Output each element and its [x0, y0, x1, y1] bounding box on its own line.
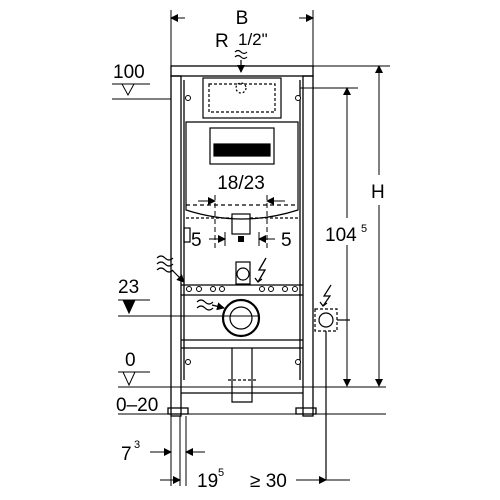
- label-offset-left: 5: [191, 230, 202, 251]
- dimension-h: [313, 65, 390, 387]
- label-104-sup: 5: [361, 223, 367, 235]
- installation-frame: [167, 65, 317, 417]
- label-7: 7: [121, 444, 132, 465]
- dimension-offsets: [209, 232, 275, 246]
- label-pan-range: 18/23: [217, 173, 265, 194]
- water-wave-icon: [196, 299, 225, 311]
- fixing-holes: [185, 95, 301, 365]
- label-level-23: 23: [118, 277, 139, 298]
- label-7-sup: 3: [134, 439, 140, 451]
- cistern: [185, 77, 299, 220]
- label-104: 104: [325, 225, 357, 246]
- lightning-bolt-icon: [254, 257, 267, 283]
- label-r: R: [215, 31, 229, 52]
- dimension-7: [150, 416, 205, 486]
- level-23-marker: [118, 299, 260, 317]
- label-offset-right: 5: [281, 230, 292, 251]
- drain-connection: [221, 298, 261, 403]
- flush-pipe: [183, 213, 298, 285]
- drain-wave-icon: [156, 255, 185, 283]
- label-level-0: 0: [125, 350, 136, 371]
- level-100-marker: [112, 83, 171, 100]
- label-clearance: ≥ 30: [250, 471, 287, 492]
- dimension-104: [300, 87, 358, 387]
- center-mark: [238, 236, 244, 242]
- label-h: H: [371, 182, 385, 203]
- label-floor-range: 0–20: [116, 395, 158, 416]
- label-19: 19: [197, 471, 218, 492]
- label-level-100: 100: [113, 62, 145, 83]
- label-19-sup: 5: [218, 467, 224, 479]
- label-b: B: [236, 8, 249, 29]
- water-supply-icon: [234, 49, 248, 73]
- floor-level: [118, 371, 386, 415]
- label-thread-size: 1/2": [238, 30, 268, 49]
- power-socket: [314, 284, 350, 480]
- dimension-b: [170, 10, 314, 66]
- dimension-19-30: [160, 416, 350, 486]
